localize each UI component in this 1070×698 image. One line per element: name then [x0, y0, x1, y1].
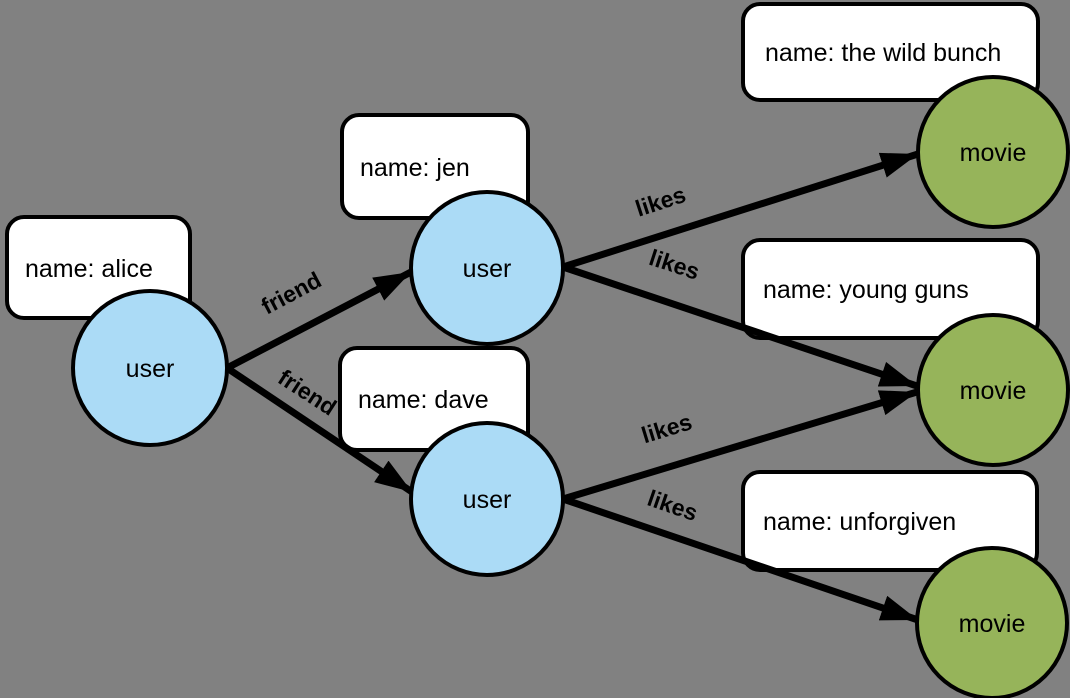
edge-line — [561, 495, 920, 624]
node-movie-young-guns: movie — [916, 313, 1070, 467]
property-box-label: name: dave — [358, 386, 489, 414]
property-box-label: name: young guns — [763, 276, 969, 304]
edge-line — [225, 268, 413, 372]
node-movie-the-wild-bunch: movie — [916, 75, 1070, 229]
user-node-circle — [409, 421, 565, 577]
movie-node-circle — [916, 313, 1070, 467]
property-box-label: name: the wild bunch — [765, 39, 1001, 67]
node-user-alice: user — [71, 289, 229, 447]
edge-line — [561, 150, 920, 271]
node-label: user — [463, 486, 512, 514]
property-box-young-guns: name: young guns — [741, 238, 1040, 340]
property-box-label: name: alice — [25, 255, 153, 283]
user-node-circle — [409, 190, 565, 346]
node-label: user — [126, 355, 175, 383]
property-box-jen: name: jen — [340, 113, 530, 220]
property-box-the-wild-bunch: name: the wild bunch — [741, 2, 1040, 102]
nodes: user user user movie movie movie — [71, 75, 1070, 698]
edge-line — [225, 365, 414, 495]
property-box-label: name: unforgiven — [763, 508, 956, 536]
edge-line — [561, 388, 919, 503]
property-box-rect — [741, 470, 1039, 572]
edge-line — [561, 263, 919, 390]
node-label: movie — [960, 377, 1027, 405]
property-box-rect — [741, 238, 1040, 340]
property-box-label: name: jen — [360, 154, 470, 182]
node-label: movie — [959, 610, 1026, 638]
node-movie-unforgiven: movie — [915, 546, 1069, 698]
node-user-dave: user — [409, 421, 565, 577]
property-box-rect — [741, 2, 1040, 102]
property-box-unforgiven: name: unforgiven — [741, 470, 1039, 572]
node-user-jen: user — [409, 190, 565, 346]
node-label: user — [463, 255, 512, 283]
movie-node-circle — [915, 546, 1069, 698]
movie-node-circle — [916, 75, 1070, 229]
user-node-circle — [71, 289, 229, 447]
node-label: movie — [960, 139, 1027, 167]
